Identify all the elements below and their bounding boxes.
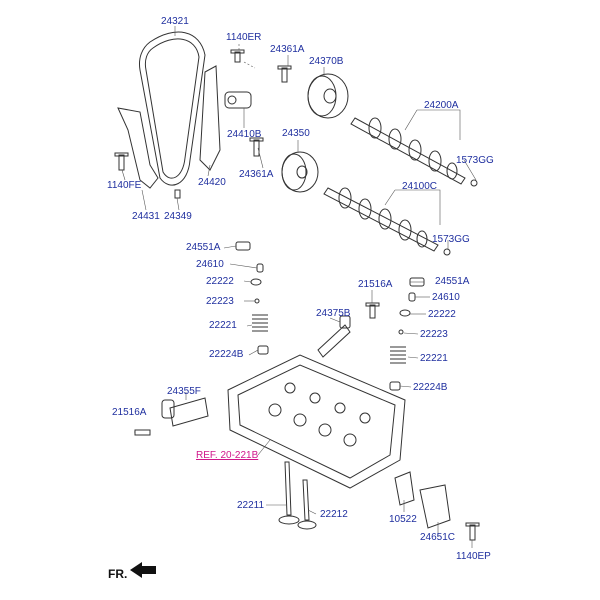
label-1140EP: 1140EP	[456, 551, 491, 562]
label-22223-right: 22223	[420, 329, 448, 340]
label-22211: 22211	[237, 500, 265, 511]
front-direction-label: FR.	[108, 567, 128, 581]
valve-train-left	[235, 241, 269, 355]
label-24370B: 24370B	[309, 56, 344, 67]
timing-chain	[139, 31, 206, 186]
ref-link-20-221B[interactable]: REF. 20-221B	[196, 450, 259, 461]
label-22222-right: 22222	[428, 309, 456, 320]
label-24651C: 24651C	[420, 532, 456, 543]
bracket-10522	[394, 471, 415, 506]
label-22223-left: 22223	[206, 296, 234, 307]
label-22221-right: 22221	[420, 353, 448, 364]
label-24200A: 24200A	[424, 100, 459, 111]
label-24100C: 24100C	[402, 181, 438, 192]
label-24551A-left: 24551A	[186, 242, 221, 253]
label-1573GG-mid: 1573GG	[432, 234, 470, 245]
label-1140FE: 1140FE	[107, 180, 142, 191]
label-1573GG-top: 1573GG	[456, 155, 494, 166]
label-24355F: 24355F	[167, 386, 201, 397]
label-24610-right: 24610	[432, 292, 460, 303]
label-24349: 24349	[164, 211, 192, 222]
label-24350: 24350	[282, 128, 310, 139]
camshaft-upper	[350, 117, 466, 185]
cylinder-head	[227, 354, 406, 489]
label-24610-left: 24610	[196, 259, 224, 270]
label-24420: 24420	[198, 177, 226, 188]
label-22222-left: 22222	[206, 276, 234, 287]
label-24361A-top: 24361A	[270, 44, 305, 55]
exhaust-cam-sprocket	[281, 151, 319, 193]
label-24375B: 24375B	[316, 308, 351, 319]
bracket-24651C	[419, 484, 451, 529]
plugs	[443, 179, 478, 256]
label-10522: 10522	[389, 514, 417, 525]
front-direction-arrow	[130, 562, 156, 578]
bolts	[114, 49, 480, 541]
label-24551A-right: 24551A	[435, 276, 470, 287]
label-24431: 24431	[132, 211, 160, 222]
label-24321: 24321	[161, 16, 189, 27]
leader-lines	[121, 26, 477, 548]
intake-valve	[278, 461, 300, 525]
label-1140ER: 1140ER	[226, 32, 262, 43]
label-22224B-left: 22224B	[209, 349, 244, 360]
chain-tensioner	[224, 91, 252, 109]
oil-control-valve-upper	[317, 315, 351, 358]
label-24361A-mid: 24361A	[239, 169, 274, 180]
label-22221-left: 22221	[209, 320, 237, 331]
label-24410B: 24410B	[227, 129, 262, 140]
label-21516A-left: 21516A	[112, 407, 147, 418]
valve-train-right	[389, 277, 425, 391]
oil-control-valve-left	[161, 397, 209, 427]
label-22224B-right: 22224B	[413, 382, 448, 393]
chain-guide-right	[199, 65, 221, 171]
intake-cam-sprocket	[307, 73, 349, 119]
label-22212: 22212	[320, 509, 348, 520]
chain-guide-left	[117, 107, 159, 189]
label-21516A-top: 21516A	[358, 279, 393, 290]
exhaust-valve	[297, 479, 317, 530]
camshaft-lower	[323, 187, 439, 252]
